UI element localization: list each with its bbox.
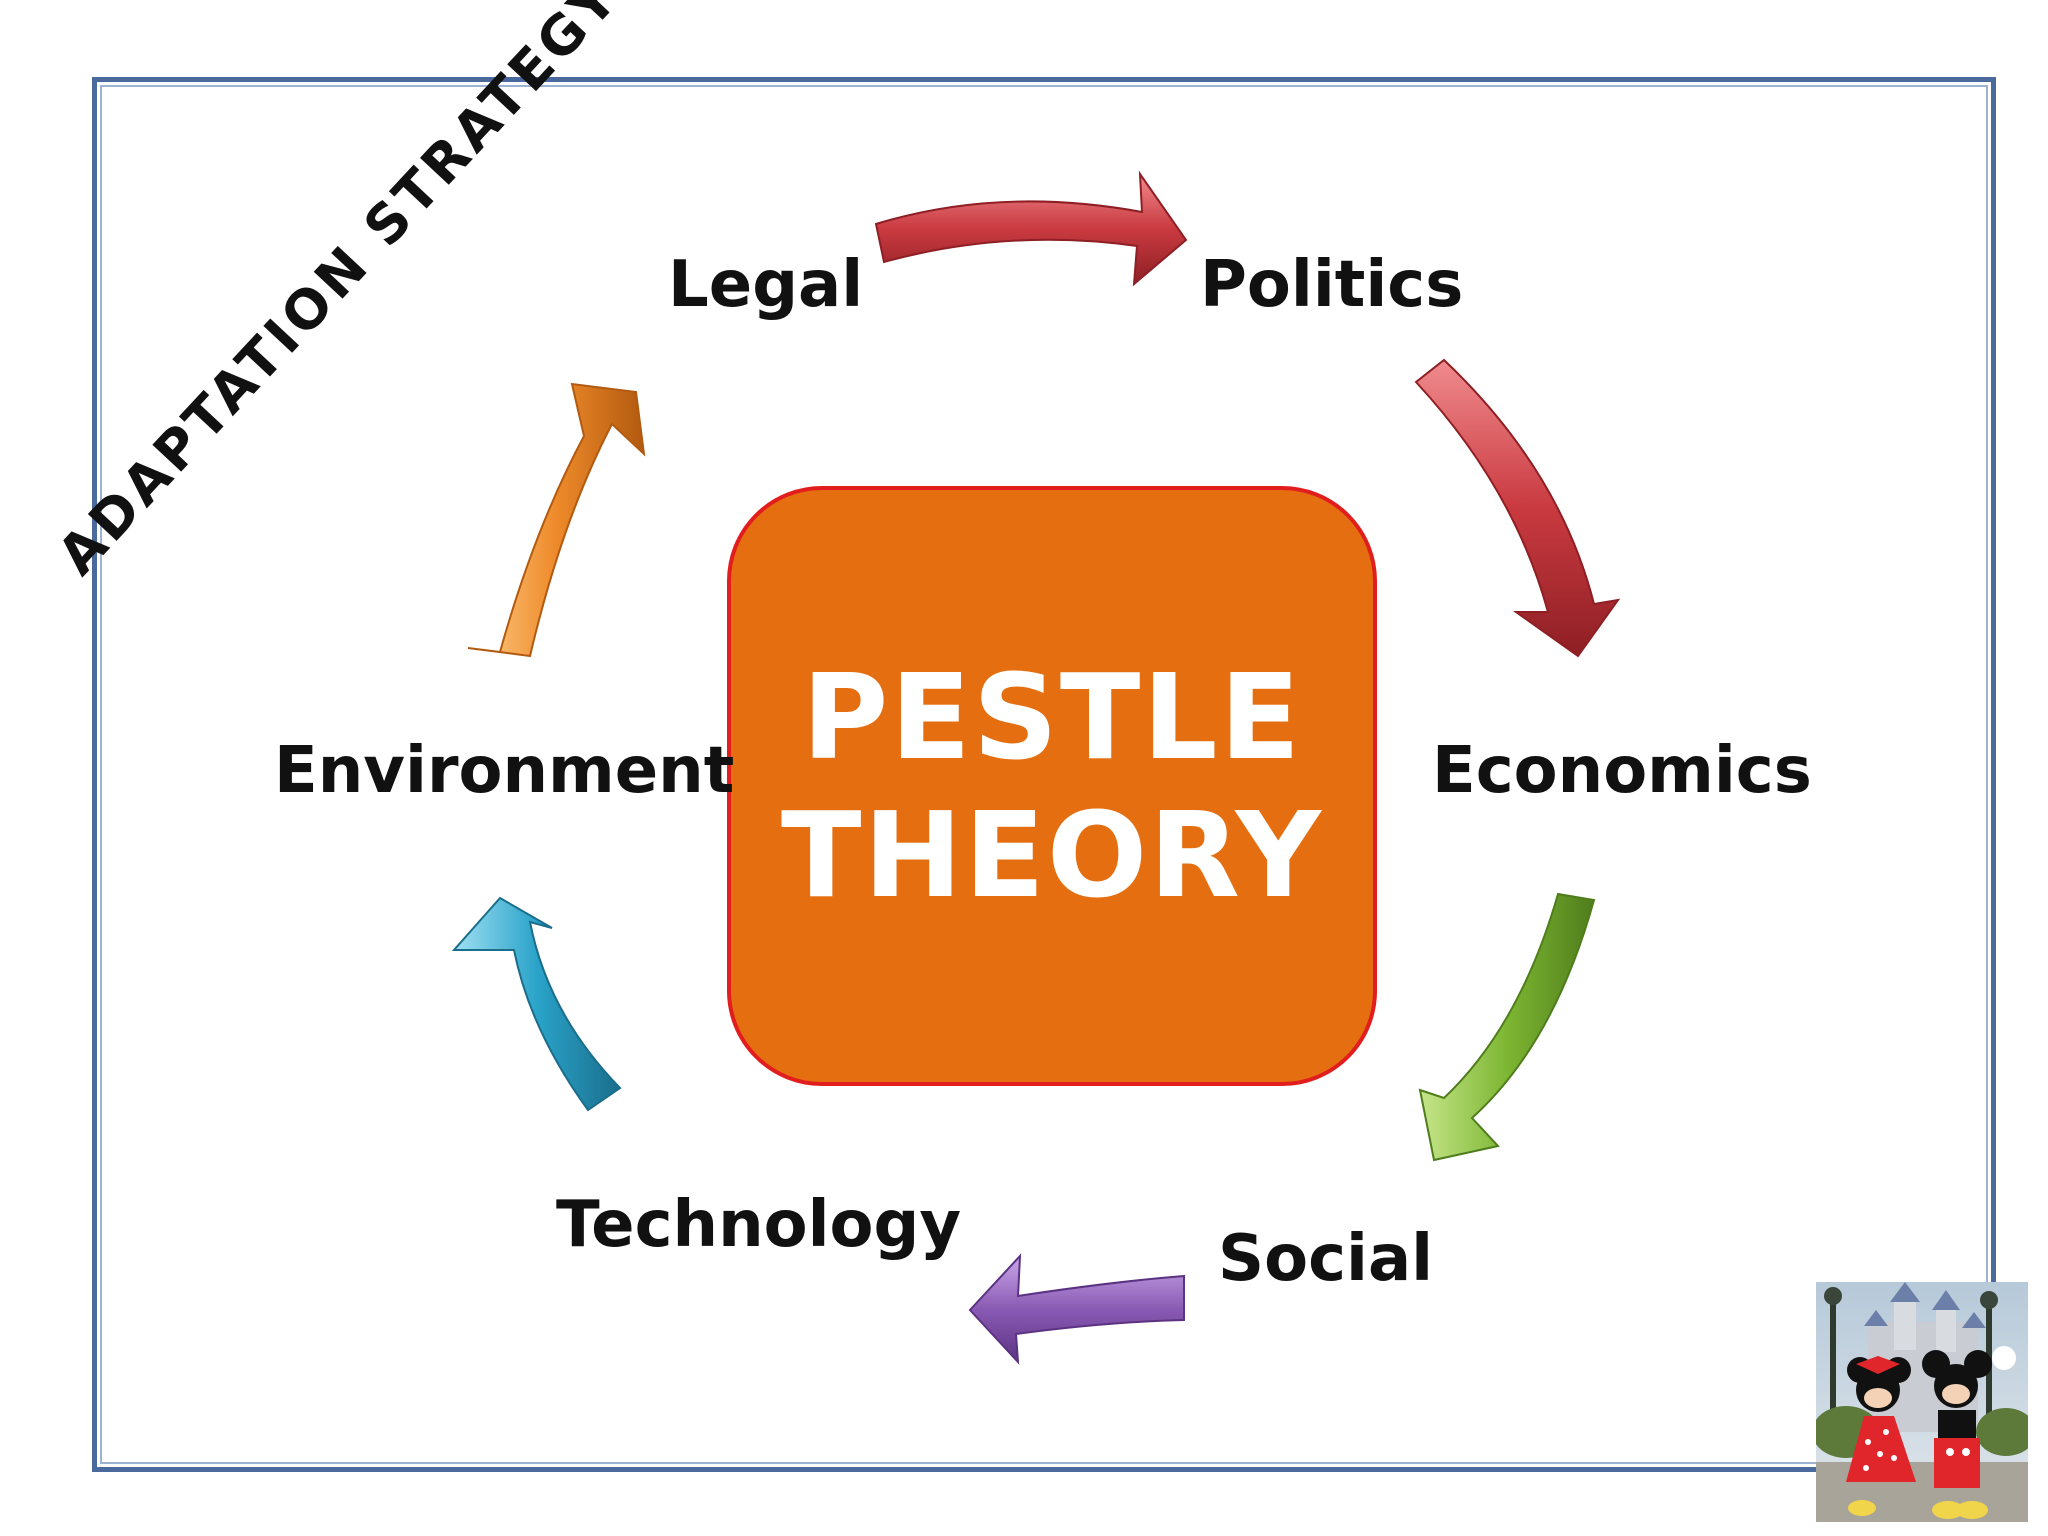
factor-economics: Economics — [1432, 734, 1812, 808]
adaptation-strategy-banner: ADAPTATION STRATEGY — [45, 0, 631, 587]
arrow-politics-to-economics — [1414, 358, 1621, 658]
slide-frame — [92, 77, 1996, 1472]
arrow-economics-to-social — [1418, 892, 1596, 1162]
arrow-technology-to-environment — [451, 896, 622, 1112]
factor-environment: Environment — [274, 734, 735, 808]
arrow-social-to-technology — [968, 1253, 1185, 1365]
mickey-figure — [1922, 1346, 2016, 1519]
center-title-line-2: THEORY — [780, 786, 1324, 924]
minnie-figure — [1846, 1356, 1916, 1516]
arrow-environment-to-legal — [467, 382, 646, 658]
cartoon-characters-photo — [1816, 1282, 2028, 1522]
factor-politics: Politics — [1200, 248, 1464, 322]
factor-legal: Legal — [668, 248, 864, 322]
center-title-line-1: PESTLE — [801, 648, 1303, 786]
factor-social: Social — [1218, 1222, 1434, 1296]
pestle-center-box: PESTLE THEORY — [727, 486, 1377, 1086]
factor-technology: Technology — [556, 1188, 962, 1262]
arrow-legal-to-politics — [874, 170, 1188, 287]
